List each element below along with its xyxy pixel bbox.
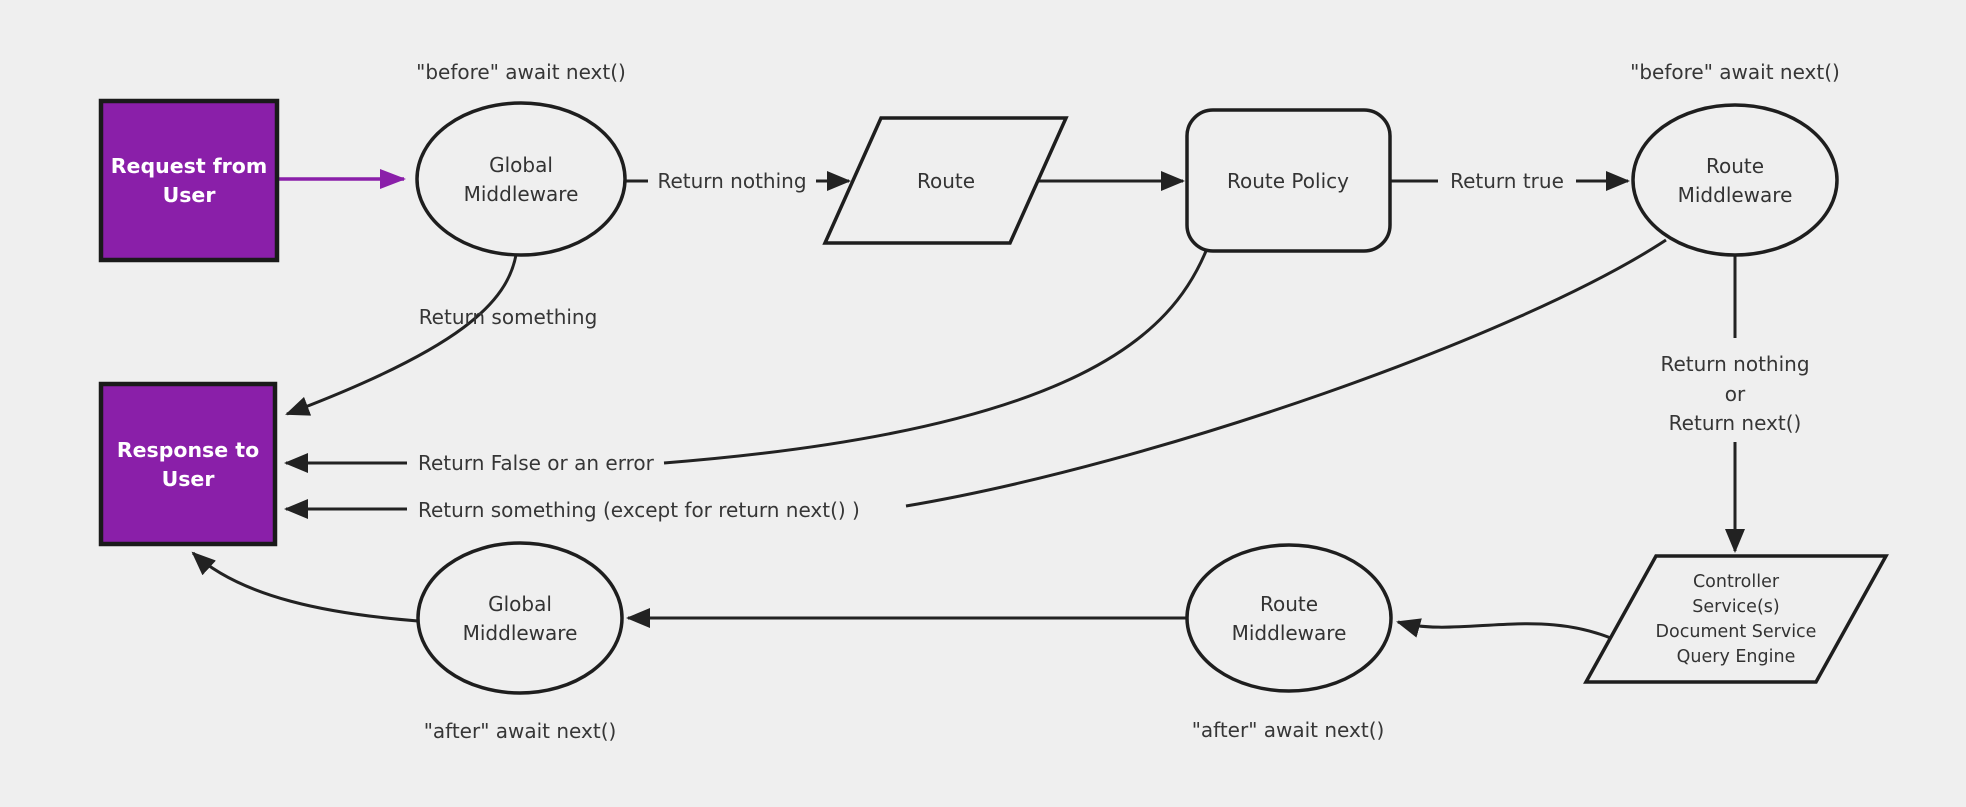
global-middleware-bottom-node xyxy=(416,541,624,695)
route-middleware-bottom-node xyxy=(1185,543,1393,693)
edge-routemw-to-response-right-segment xyxy=(905,238,1667,508)
return-false-label: Return False or an error xyxy=(418,451,655,475)
route-middleware-top-label-line1: Route xyxy=(1706,154,1764,178)
route-label: Route xyxy=(917,169,975,193)
return-nothing-label: Return nothing xyxy=(657,169,806,193)
route-node xyxy=(822,116,1069,245)
route-middleware-top-node xyxy=(1631,103,1839,257)
response-to-user-node xyxy=(98,381,278,547)
global-middleware-bottom-label-line2: Middleware xyxy=(463,621,578,645)
edge-controller-to-route-middleware-bottom xyxy=(1396,618,1629,648)
before-await-label-right: "before" await next() xyxy=(1630,60,1840,84)
controller-label-line4: Query Engine xyxy=(1677,647,1796,667)
global-middleware-top-label-line2: Middleware xyxy=(464,182,579,206)
request-box-label-line1: Request from xyxy=(111,154,267,178)
route-middleware-bottom-label-line1: Route xyxy=(1260,592,1318,616)
return-nothing-or-label-line1: Return nothing xyxy=(1660,352,1809,376)
request-from-user-node xyxy=(98,98,280,263)
route-policy-node xyxy=(1185,108,1392,253)
response-box-label-line1: Response to xyxy=(117,438,259,462)
route-policy-label: Route Policy xyxy=(1227,169,1349,193)
controller-label-line2: Service(s) xyxy=(1692,597,1779,617)
after-await-label-right: "after" await next() xyxy=(1192,718,1385,742)
before-await-label-left: "before" await next() xyxy=(416,60,626,84)
route-middleware-bottom-label-line2: Middleware xyxy=(1232,621,1347,645)
edge-global-middleware-to-response xyxy=(191,551,419,623)
request-box-label-line2: User xyxy=(163,183,217,207)
route-middleware-top-label-line2: Middleware xyxy=(1678,183,1793,207)
return-something-except-label: Return something (except for return next… xyxy=(418,498,860,522)
controller-label-line3: Document Service xyxy=(1656,622,1817,642)
global-middleware-top-label-line1: Global xyxy=(489,153,553,177)
global-middleware-top-node xyxy=(415,101,627,257)
edge-global-top-to-response-curve xyxy=(285,254,518,416)
controller-services-node xyxy=(1583,554,1889,684)
return-true-label: Return true xyxy=(1450,169,1564,193)
after-await-label-left: "after" await next() xyxy=(424,719,617,743)
return-something-label: Return something xyxy=(419,305,598,329)
return-nothing-or-label-line3: Return next() xyxy=(1669,411,1802,435)
controller-label-line1: Controller xyxy=(1693,572,1780,592)
response-box-label-line2: User xyxy=(162,467,216,491)
global-middleware-bottom-label-line1: Global xyxy=(488,592,552,616)
edge-policy-to-response-right-segment xyxy=(663,250,1208,465)
return-nothing-or-label-line2: or xyxy=(1725,382,1746,406)
